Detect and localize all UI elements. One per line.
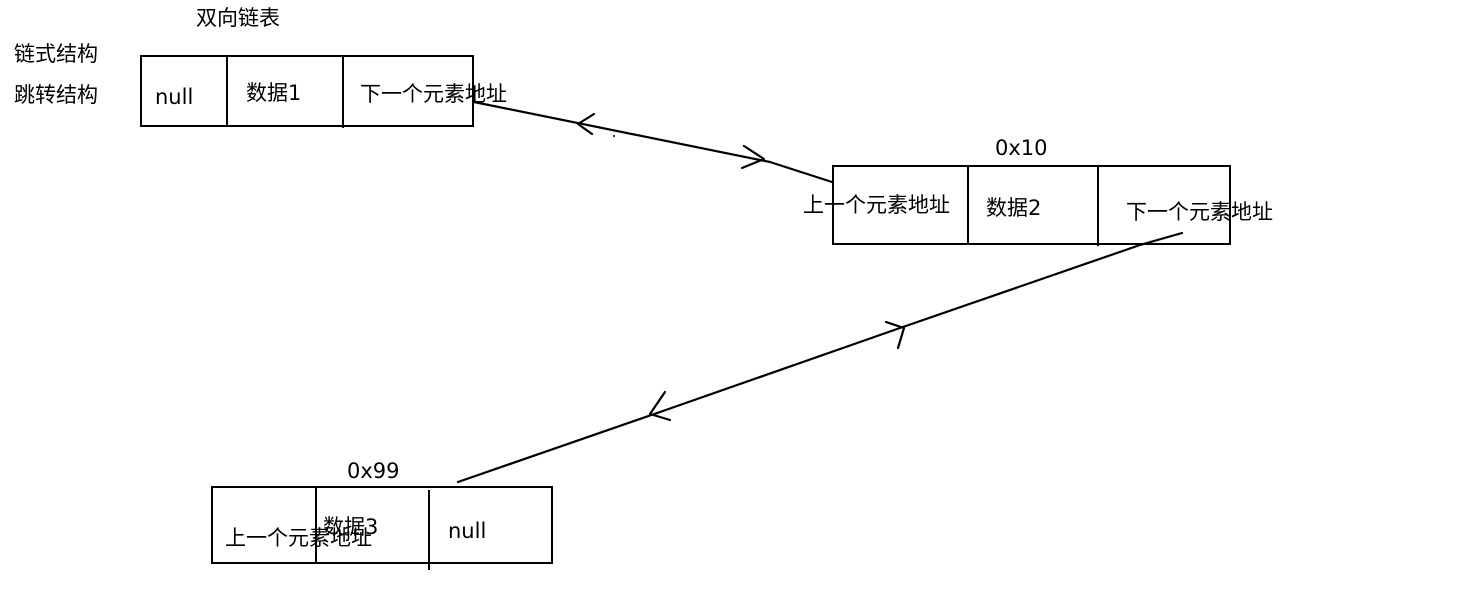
arrowhead-forward-to-node2 — [740, 144, 766, 170]
node-1-next-pointer: 下一个元素地址 — [360, 82, 507, 106]
node-3-box — [211, 486, 553, 564]
node-3-divider-1 — [315, 487, 317, 563]
arrowhead-back-to-node3 — [648, 390, 672, 422]
node-2-divider-2 — [1097, 166, 1099, 246]
node-1-divider-2 — [342, 56, 344, 128]
node-2-next-pointer: 下一个元素地址 — [1126, 200, 1273, 224]
node-3-data: 数据3 — [323, 515, 379, 539]
diagram-title: 双向链表 — [196, 6, 280, 30]
node-2-data: 数据2 — [986, 196, 1042, 220]
node-3-prev-pointer: 上一个元素地址 — [225, 526, 372, 550]
node-1-divider-1 — [226, 56, 228, 126]
node-2-address: 0x10 — [995, 136, 1048, 160]
node-1-data: 数据1 — [246, 81, 302, 105]
side-label-chain-structure: 链式结构 — [14, 42, 98, 66]
side-label-jump-structure: 跳转结构 — [14, 83, 98, 107]
node-2-prev-pointer: 上一个元素地址 — [803, 193, 950, 217]
node-2-divider-1 — [967, 166, 969, 244]
node-1-box — [140, 55, 474, 127]
link-line-node2-node3 — [456, 231, 1184, 484]
stray-dot — [613, 135, 615, 137]
arrowhead-back-to-node1 — [576, 112, 596, 136]
node-3-next-pointer: null — [448, 519, 487, 543]
node-2-box — [832, 165, 1231, 245]
node-1-prev-pointer: null — [155, 85, 194, 109]
node-3-address: 0x99 — [347, 459, 400, 483]
arrowhead-forward-to-node2-lower — [884, 320, 906, 350]
link-line-node1-node2 — [472, 100, 834, 184]
node-3-divider-2 — [428, 490, 430, 570]
